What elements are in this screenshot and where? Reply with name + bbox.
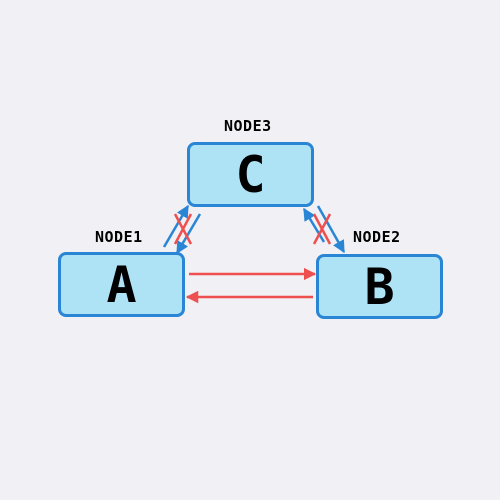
blocked-mark-b-c [312, 213, 332, 245]
node-a-caption: NODE1 [95, 228, 143, 246]
node-c-label: C [235, 145, 266, 204]
edge-b-to-c [302, 207, 326, 243]
node-a[interactable]: A [58, 252, 185, 317]
edge-a-to-c [162, 204, 190, 248]
edge-c-to-a [175, 213, 202, 255]
node-a-label: A [106, 255, 137, 314]
blocked-mark-a-c [173, 213, 193, 245]
node-b-caption: NODE2 [353, 228, 401, 246]
edge-c-to-b [316, 205, 346, 254]
node-c[interactable]: C [187, 142, 314, 207]
node-c-caption: NODE3 [224, 117, 272, 135]
node-b-label: B [364, 257, 395, 316]
node-b[interactable]: B [316, 254, 443, 319]
